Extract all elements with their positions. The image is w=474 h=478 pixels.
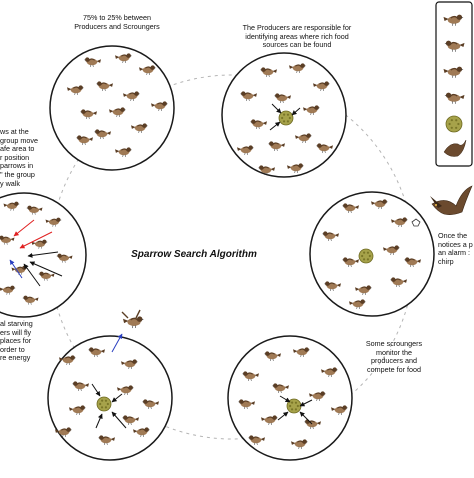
caption-top-left: 75% to 25% between Producers and Scroung… <box>62 14 172 31</box>
legend <box>436 2 472 166</box>
panel-scroungers-compete <box>228 336 352 460</box>
food-source-icon <box>97 397 111 411</box>
caption-mid-right: Once the notices a p an alarm : chirp <box>438 232 474 266</box>
hawk-icon <box>430 186 472 215</box>
diagram-title: Sparrow Search Algorithm <box>124 249 264 260</box>
panel-population-split <box>50 46 174 170</box>
panel-edge-move <box>0 193 86 317</box>
legend-frame <box>436 2 472 166</box>
caption-bottom-left: al starving ers will fly places for orde… <box>0 320 60 363</box>
caption-top-right: The Producers are responsible for identi… <box>222 24 372 50</box>
food-source-icon <box>359 249 373 263</box>
flying-sparrow-icon <box>122 310 144 328</box>
caption-bottom-right: Some scroungers monitor the producers an… <box>354 340 434 374</box>
sparrow-icon <box>123 316 144 328</box>
panel-danger-alert <box>310 192 434 316</box>
panel-starving-fly <box>48 334 172 460</box>
food-source-icon <box>279 111 293 125</box>
caption-mid-left: ws at the group move afe area to r posit… <box>0 128 60 188</box>
panel-producers <box>222 53 346 177</box>
legend-food-source-icon <box>446 116 462 132</box>
